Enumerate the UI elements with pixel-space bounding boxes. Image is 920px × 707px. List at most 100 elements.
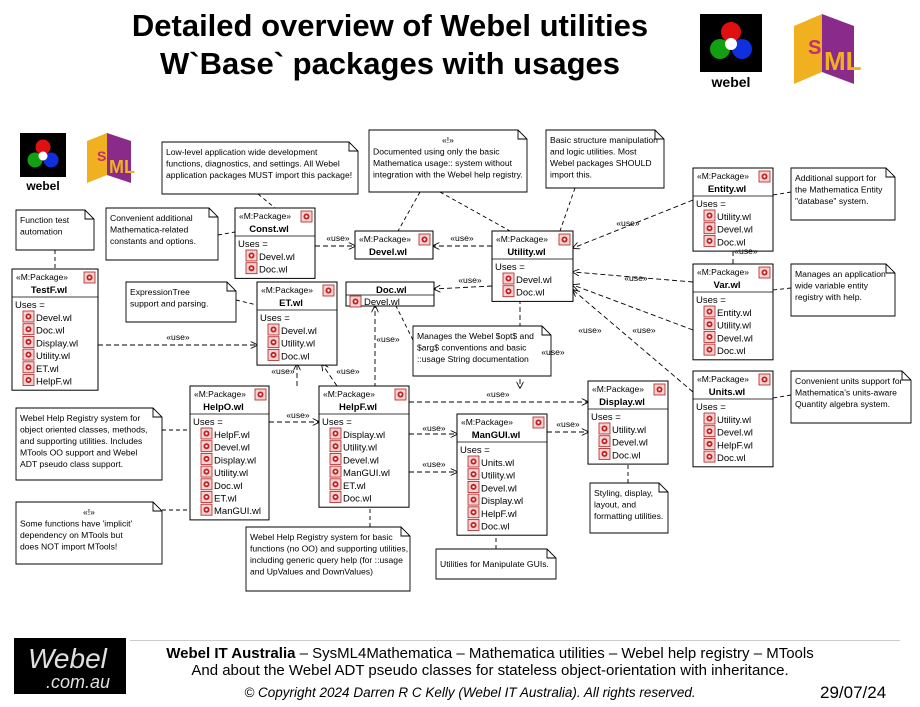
package-icon (245, 249, 258, 262)
page-title: Detailed overview of Webel utilities (131, 8, 649, 43)
package-icon (394, 388, 407, 401)
package-icon (418, 233, 431, 246)
svg-text:Webel: Webel (28, 643, 108, 674)
package-icon (467, 506, 480, 519)
package-use-item: Display.wl (36, 338, 78, 349)
note-line: the Mathematica Entity (795, 185, 883, 195)
package-use-item: HelpF.wl (717, 440, 753, 451)
use-label: «use» (458, 275, 482, 285)
package-icon (758, 170, 771, 183)
package-use-item: ET.wl (36, 364, 59, 375)
note-line: Webel Help Registry system for (20, 413, 140, 423)
package-name: Const.wl (249, 224, 289, 235)
package-icon (22, 310, 35, 323)
package-icon (329, 452, 342, 465)
package-icon (703, 412, 716, 425)
note-line: Convenient units support for (795, 376, 903, 386)
package-use-item: Doc.wl (612, 450, 641, 461)
note-anchor-line (559, 187, 576, 232)
package-icon (703, 234, 716, 247)
package-icon (245, 262, 258, 275)
package-devel: «M:Package»Devel.wl (354, 230, 434, 260)
note-anchor-line (395, 305, 414, 341)
package-icon (200, 427, 213, 440)
package-use-item: HelpF.wl (481, 509, 517, 520)
note-line: registry with help. (795, 292, 862, 302)
uses-label: Uses = (460, 445, 490, 456)
note-entity: Additional support for the Mathematica En… (790, 167, 896, 221)
package-use-item: Doc.wl (343, 494, 372, 505)
svg-text:S: S (808, 37, 821, 59)
package-icon (200, 440, 213, 453)
use-label: «use» (486, 389, 510, 399)
package-stereotype: «M:Package» (359, 234, 411, 244)
package-icon (200, 503, 213, 516)
note-line: Manages the Webel $opt$ and (417, 331, 534, 341)
package-use-item: Doc.wl (36, 326, 65, 337)
note-line: Function test (20, 215, 70, 225)
package-use-item: Doc.wl (481, 522, 510, 533)
package-icon (467, 480, 480, 493)
note-anchor-line (397, 191, 421, 232)
uses-label: Uses = (696, 295, 726, 306)
package-use-item: Utility.wl (281, 339, 315, 350)
note-line: ::usage String documentation (417, 354, 529, 364)
package-icon (254, 388, 267, 401)
svg-text:.com.au: .com.au (46, 672, 110, 692)
package-icon (22, 348, 35, 361)
package-icon (532, 416, 545, 429)
package-stereotype: «M:Package» (697, 374, 749, 384)
note-line: layout, and (594, 500, 636, 510)
note-anchor-line (235, 299, 258, 306)
package-icon (322, 284, 335, 297)
use-label: «use» (556, 419, 580, 429)
package-stereotype: «M:Package» (323, 389, 375, 399)
package-icon (267, 323, 280, 336)
package-icon (329, 491, 342, 503)
uses-label: Uses = (15, 300, 45, 311)
package-use-item: Utility.wl (481, 471, 515, 482)
package-use-item: Display.wl (343, 430, 385, 441)
note-line: ADT pseudo class support. (20, 459, 123, 469)
note-line: and supporting utilities. Includes (20, 436, 142, 446)
svg-text:ML: ML (109, 157, 135, 177)
sysml-logo-small: S ML (87, 133, 135, 183)
package-icon (22, 323, 35, 336)
package-use-item: Doc.wl (214, 481, 243, 492)
package-use-item: Doc.wl (717, 453, 746, 464)
note-line: MTools OO support and Webel (20, 448, 137, 458)
package-use-item: Utility.wl (717, 321, 751, 332)
use-label: «use» (166, 332, 190, 342)
package-icon (467, 468, 480, 481)
package-icon (22, 374, 35, 386)
sysml-logo-large: S ML (794, 14, 862, 84)
use-label: «use» (286, 410, 310, 420)
package-use-item: Utility.wl (214, 468, 248, 479)
package-use-item: Display.wl (214, 455, 256, 466)
uses-label: Uses = (696, 402, 726, 413)
note-line: Documented using only the basic (373, 147, 500, 157)
note-line: Quantity algebra system. (795, 399, 890, 409)
package-name: ManGUI.wl (472, 430, 521, 441)
note-line: dependency on MTools but (20, 530, 123, 540)
package-use-item: Devel.wl (717, 225, 753, 236)
note-line: constants and options. (110, 236, 196, 246)
package-use-item: ManGUI.wl (214, 506, 261, 517)
note-line: support and parsing. (130, 299, 208, 309)
footer-copyright: © Copyright 2024 Darren R C Kelly (Webel… (244, 685, 696, 700)
use-label: «use» (422, 423, 446, 433)
note-line: Convenient additional (110, 213, 193, 223)
note-line: Mathematica-related (110, 225, 189, 235)
note-line: Additional support for (795, 173, 876, 183)
webel-site-logo: Webel .com.au (14, 638, 126, 694)
note-const: Convenient additionalMathematica-related… (105, 207, 219, 261)
note-line: import this. (550, 170, 592, 180)
package-icon (598, 422, 611, 435)
package-use-item: Entity.wl (717, 308, 752, 319)
footer-company: Webel IT Australia (166, 645, 296, 662)
